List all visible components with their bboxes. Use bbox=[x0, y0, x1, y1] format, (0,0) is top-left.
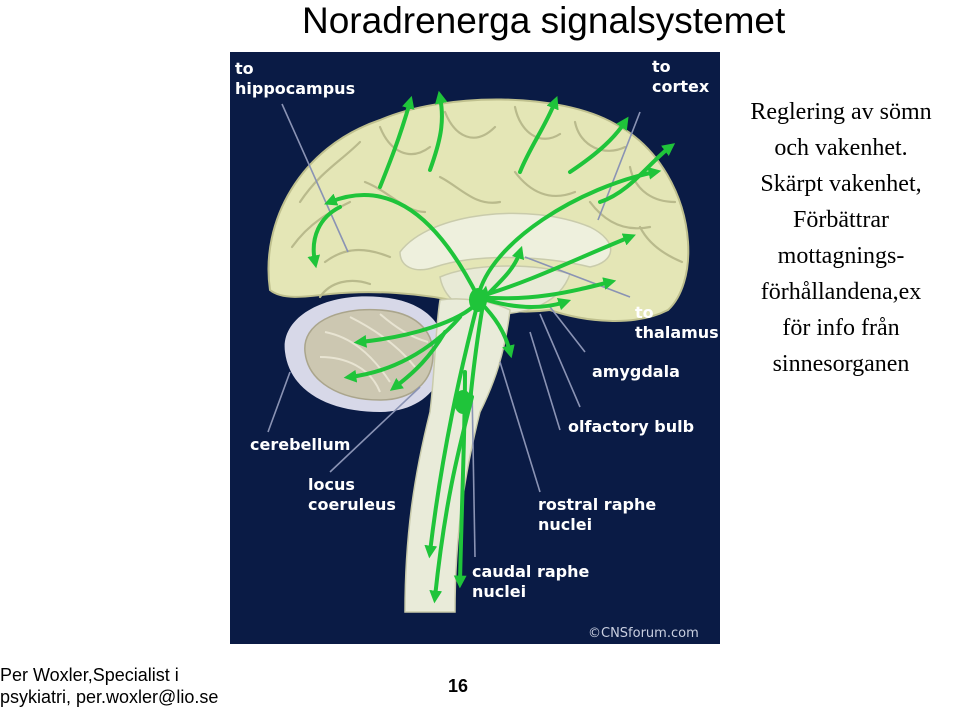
caption-line: förhållandena,ex bbox=[760, 279, 922, 305]
raphe-nucleus bbox=[454, 390, 472, 414]
gyri-lines bbox=[290, 105, 684, 299]
caption-line: och vakenhet. bbox=[774, 135, 908, 161]
footer-line: Per Woxler,Specialist i bbox=[0, 665, 179, 685]
slide-title: Noradrenerga signalsystemet bbox=[302, 0, 786, 41]
locus-coeruleus-nucleus bbox=[469, 288, 487, 312]
caption-line: mottagnings- bbox=[777, 243, 905, 269]
caption-line: för info från bbox=[782, 315, 900, 341]
brain-illustration: to hippocampus to cortex to thalamus amy… bbox=[230, 52, 720, 644]
label-to-cortex: to cortex bbox=[652, 57, 710, 96]
page-number: 16 bbox=[448, 676, 469, 696]
label-amygdala: amygdala bbox=[592, 362, 680, 381]
copyright-notice: ©CNSforum.com bbox=[588, 626, 699, 641]
caption-line: Förbättrar bbox=[793, 207, 889, 233]
label-caudal-raphe-nuclei: caudal raphe nuclei bbox=[472, 562, 595, 601]
label-to-hippocampus: to hippocampus bbox=[235, 59, 355, 98]
footer-author: Per Woxler,Specialist i psykiatri, per.w… bbox=[0, 664, 218, 708]
caption-line: Reglering av sömn bbox=[750, 99, 932, 125]
caption-line: sinnesorganen bbox=[772, 351, 910, 377]
brain-diagram-svg: to hippocampus to cortex to thalamus amy… bbox=[235, 57, 719, 641]
footer-line: psykiatri, per.woxler@lio.se bbox=[0, 687, 219, 707]
caption-line: Skärpt vakenhet, bbox=[760, 171, 922, 197]
label-rostral-raphe-nuclei: rostral raphe nuclei bbox=[538, 495, 662, 534]
label-to-thalamus: to thalamus bbox=[635, 303, 719, 342]
label-locus-coeruleus: locus coeruleus bbox=[308, 475, 396, 514]
label-olfactory-bulb: olfactory bulb bbox=[568, 417, 694, 436]
pointer-lines bbox=[267, 103, 641, 558]
label-cerebellum: cerebellum bbox=[250, 435, 350, 454]
caption-text: Reglering av sömn och vakenhet. Skärpt v… bbox=[722, 94, 960, 382]
